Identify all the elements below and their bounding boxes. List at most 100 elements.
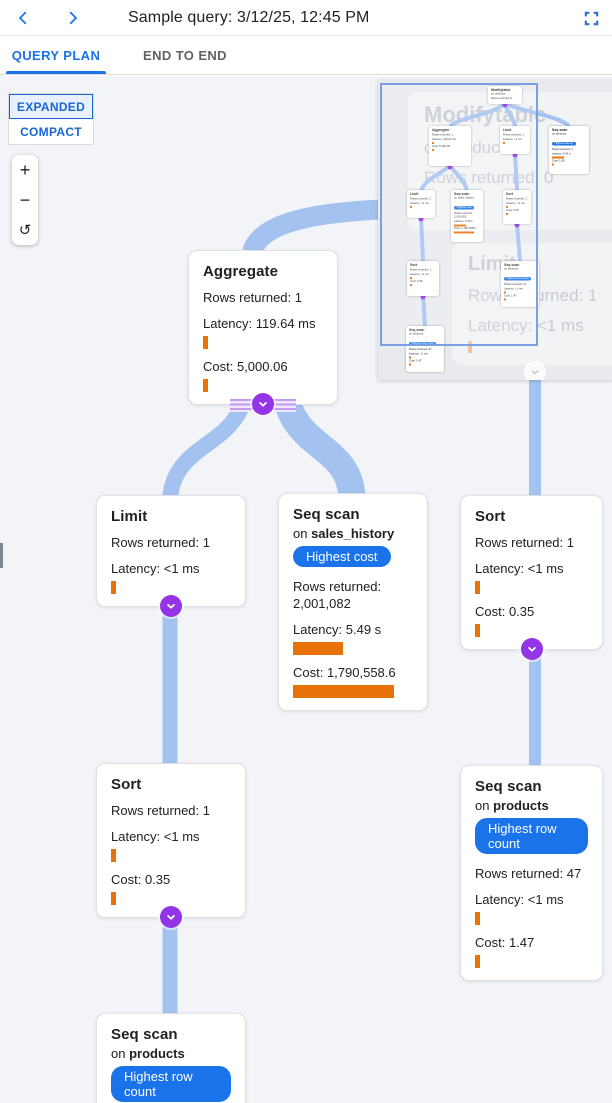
metric-bar [475,912,480,925]
node-title: Sort [111,776,142,793]
mini-highlight-badge: Highest row count [504,276,532,281]
metric-line: Rows returned: 1 [475,534,588,551]
metric-text: Cost: 5,000.06 [203,359,288,374]
tab-query-plan[interactable]: QUERY PLAN [0,36,112,74]
chevron-down-icon [167,914,175,920]
mini-metric-text: Cost: 1.47 [504,294,517,298]
collapse-button[interactable] [520,638,543,660]
metric-text: Latency: <1 ms [111,561,200,576]
collapse-button[interactable] [160,595,182,617]
mini-node-title: Seq scan [409,328,425,333]
chevron-left-icon [19,11,27,24]
node-title: Aggregate [203,263,279,280]
metric-text: Cost: 0.35 [475,604,535,619]
metric-line: Cost: 1,790,558.6 [293,664,413,698]
expanded-label: EXPANDED [16,99,86,114]
compact-button[interactable]: COMPACT [9,119,93,144]
metric-text: Cost: 1,790,558.6 [293,665,396,680]
metric-text: Latency: <1 ms [111,829,200,844]
collapse-button[interactable] [252,393,274,415]
highlight-badge: Highest row count [475,818,588,854]
metric-line: Latency: <1 ms [475,560,588,594]
node-subtitle: on sales_history [293,526,413,541]
metric-bar [475,624,480,637]
metric-bar [203,379,208,392]
mini-metric-text: Latency: 5.49 s [454,220,473,224]
chevron-down-icon [527,646,536,652]
mini-metric-text: Rows returned: 47 [409,347,432,351]
node-subtitle: on products [475,798,588,813]
highlight-badge: Highest row count [111,1066,231,1102]
node-title: Seq scan [111,1026,178,1043]
fullscreen-button[interactable] [578,5,604,31]
ghost-line: Latency: <1 ms [468,316,584,335]
forward-button[interactable] [56,3,90,33]
reset-zoom-button[interactable]: ↺ [12,215,38,245]
metric-line: Cost: 0.35 [111,871,231,905]
mini-metric-bar [410,206,412,209]
mini-metric-text: Rows returned: 1 [410,268,431,272]
mini-metric-bar [504,291,506,294]
metric-text: Rows returned: 1 [111,803,210,818]
metric-line: Latency: 5.49 s [293,621,413,655]
plus-icon: + [19,159,31,180]
metric-bar [111,892,116,905]
mini-metric-text: Cost: 0.35 [410,279,423,283]
mini-metric-text: Cost: 5,000.06 [432,144,450,148]
zoom-in-button[interactable]: + [12,155,38,185]
collapse-button[interactable] [160,906,182,928]
mini-metric-text: Rows returned: 1 [503,133,524,137]
metric-bar [475,581,480,594]
node-subtitle-prefix: on [293,526,312,541]
mini-metric-text: Latency: 119.64 ms [432,137,456,141]
mini-metric-bar [410,277,412,280]
mini-metric-text: Latency: <1 ms [409,352,428,356]
mini-metric-bar [552,163,554,166]
back-button[interactable] [6,3,40,33]
minimap-viewport[interactable] [380,83,538,346]
mini-node-subtitle: on products [504,267,519,271]
metric-text: Rows returned: 2,001,082 [293,579,382,611]
compact-label: COMPACT [20,124,82,139]
mini-highlight-badge: Highest row count [409,341,437,346]
node-subtitle: on products [111,1046,231,1061]
mini-metric-bar [504,298,506,301]
zoom-controls: + − ↺ [12,155,38,245]
metric-line: Rows returned: 2,001,082 [293,578,413,612]
scrollbar-thumb[interactable] [0,543,3,568]
mini-node-title: Limit [410,192,419,197]
mini-metric-text: Rows returned: 1 [432,133,453,137]
metric-line: Latency: <1 ms [475,891,588,925]
zoom-out-button[interactable]: − [12,185,38,215]
expanded-button[interactable]: EXPANDED [9,94,93,119]
tab-end-to-end[interactable]: END TO END [126,36,244,74]
mini-metric-text: Cost: 1,790,558.6 [454,227,476,231]
highlight-badge: Highest cost [293,546,391,567]
mini-metric-text: Rows returned: 0 [491,97,512,101]
minimap[interactable]: Modifytable on products Rows returned: 0… [378,80,612,380]
metric-line: Rows returned: 1 [203,289,323,306]
tab-end-to-end-label: END TO END [143,47,227,63]
metric-text: Latency: <1 ms [475,892,564,907]
